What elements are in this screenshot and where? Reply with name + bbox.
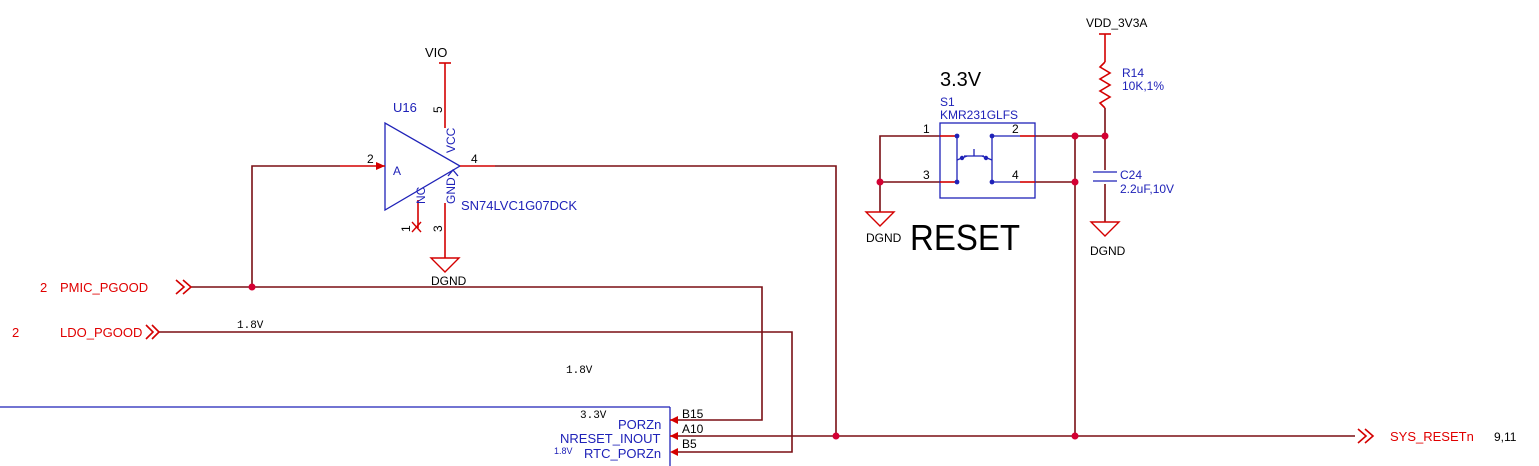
soc-pin-b15: B15	[682, 407, 704, 421]
junction-s1-pin2	[1071, 132, 1079, 140]
u16-pin2-num: 2	[367, 152, 374, 166]
dgnd-u16-label: DGND	[431, 274, 467, 288]
vio-label: VIO	[425, 45, 447, 60]
junction-pmic	[248, 283, 256, 291]
junction-s1-pin4	[1071, 178, 1079, 186]
u16-pin1-num: 1	[399, 225, 413, 232]
ldo-pgood-arrow-2	[151, 324, 161, 340]
u16-pin2-arrow	[376, 162, 385, 170]
sys-resetn-arrow-2	[1364, 428, 1375, 444]
c24-ref: C24	[1120, 168, 1142, 182]
soc-nreset-inout: NRESET_INOUT	[560, 431, 660, 446]
pmic-pgood-arrow-2	[182, 279, 193, 295]
vdd-label: VDD_3V3A	[1086, 16, 1147, 30]
u16-vcc-name: VCC	[444, 127, 458, 153]
junction-reset-bus	[1071, 432, 1079, 440]
u16-pin5-num: 5	[431, 106, 445, 113]
ldo-pgood-page: 2	[12, 325, 19, 340]
s1-body	[939, 122, 1036, 199]
junction-u16-out	[832, 432, 840, 440]
reset-label: RESET	[910, 217, 1020, 258]
soc-b15-arrow	[670, 416, 678, 424]
soc-rtc-porzn: RTC_PORZn	[584, 446, 661, 461]
u16-gnd-name: GND	[444, 177, 458, 204]
wire-s1-pin1	[879, 135, 940, 212]
s1-ref: S1	[940, 95, 955, 109]
ldo-voltage-label: 1.8V	[237, 320, 264, 332]
pmic-pgood-arrow-1	[175, 279, 186, 295]
soc-a10-arrow	[670, 432, 678, 440]
junction-dots	[248, 132, 1109, 440]
wires	[158, 33, 1355, 453]
u16-pin-a-name: A	[393, 164, 401, 178]
sys-resetn-label: SYS_RESETn	[1390, 429, 1474, 444]
c24-value: 2.2uF,10V	[1120, 182, 1174, 196]
r14-value: 10K,1%	[1122, 79, 1164, 93]
dgnd-c24-icon	[1089, 221, 1121, 237]
dgnd-c24-label: DGND	[1090, 244, 1126, 258]
ldo-pgood-label: LDO_PGOOD	[60, 325, 142, 340]
dgnd-s1-icon	[864, 211, 896, 227]
soc-block	[0, 406, 678, 466]
u16-ref: U16	[393, 100, 417, 115]
u16-pin3-num: 3	[431, 225, 445, 232]
soc-pin-a10: A10	[682, 422, 704, 436]
junction-r14	[1101, 132, 1109, 140]
u16-part: SN74LVC1G07DCK	[461, 198, 577, 213]
ldo-pgood-arrow-1	[145, 324, 155, 340]
wire-ldo-pgood	[158, 331, 793, 453]
u16-nc-name: NC	[414, 186, 428, 204]
c24-capacitor-icon	[1089, 171, 1121, 237]
s1-voltage-label: 3.3V	[940, 69, 982, 91]
soc-porzn-voltage: 3.3V	[580, 410, 607, 422]
r14-resistor-icon	[1098, 61, 1112, 109]
s1-part: KMR231GLFS	[940, 108, 1018, 122]
dgnd-s1-label: DGND	[866, 231, 902, 245]
sys-resetn-pages: 9,11	[1494, 430, 1517, 444]
pmic-pgood-page: 2	[40, 280, 47, 295]
soc-b5-arrow	[670, 448, 678, 456]
u16-buffer	[340, 62, 495, 273]
soc-porzn: PORZn	[618, 417, 661, 432]
mid-voltage-label: 1.8V	[566, 365, 593, 377]
wire-u16-output	[495, 165, 837, 436]
r14-ref: R14	[1122, 66, 1144, 80]
soc-rtc-voltage: 1.8V	[554, 446, 573, 456]
wire-pmic-pgood	[190, 286, 763, 421]
junction-s1-gnd	[876, 178, 884, 186]
s1-pin1-num: 1	[923, 122, 930, 136]
u16-pin4-num: 4	[471, 152, 478, 166]
s1-pin4-num: 4	[1012, 168, 1019, 182]
sys-resetn-arrow-1	[1357, 428, 1368, 444]
s1-pin2-num: 2	[1012, 122, 1019, 136]
soc-pin-b5: B5	[682, 437, 697, 451]
open-drain-mark	[447, 168, 459, 177]
s1-pin3-num: 3	[923, 168, 930, 182]
pmic-pgood-label: PMIC_PGOOD	[60, 280, 148, 295]
dgnd-u16-icon	[429, 257, 461, 273]
wire-u16-input	[251, 165, 340, 287]
s1-switch	[864, 122, 1036, 227]
